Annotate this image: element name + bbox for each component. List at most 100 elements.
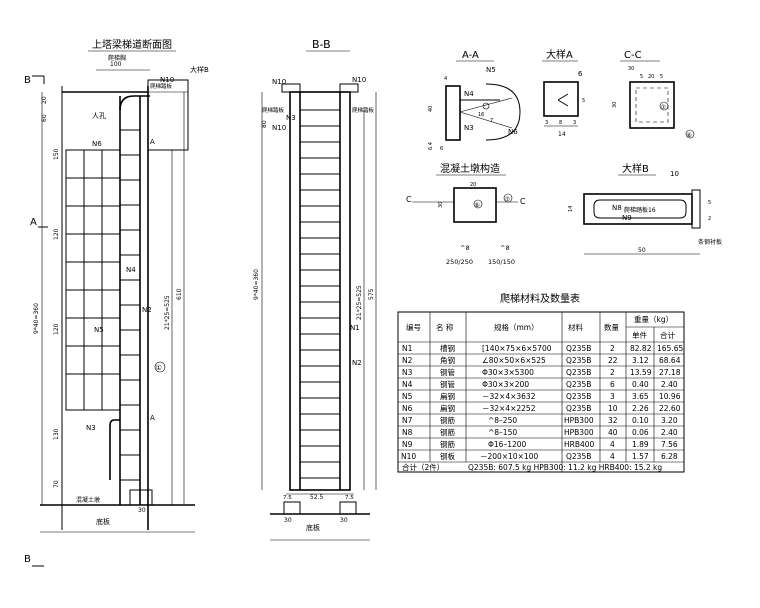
cc-callout-8 xyxy=(685,129,695,139)
dim-60: 60 xyxy=(41,114,48,122)
cc-dim-20: 20 xyxy=(648,74,654,80)
aa-channel xyxy=(445,85,461,141)
cell-spec: －200×10×100 xyxy=(480,452,538,461)
detail-b-label: 爬梯踏板16 xyxy=(624,206,656,214)
detail-b-title: 大样B xyxy=(622,162,649,175)
bb-label-right: 爬梯踏板 xyxy=(352,106,375,114)
cell-id: N8 xyxy=(402,428,413,437)
detail-b-view: 大样B 10 N8 爬梯踏板16 N9 条钢衬板 50 14 5 2 xyxy=(568,162,722,255)
cell-id: N1 xyxy=(402,344,413,353)
cell-name: 钢筋 xyxy=(440,439,455,449)
label-n5: N5 xyxy=(94,326,104,334)
aa-title: A-A xyxy=(462,50,479,61)
label-circle-1: ① xyxy=(156,364,162,372)
cell-spec: Φ16–1200 xyxy=(488,440,527,449)
cell-name: 钢筋 xyxy=(440,415,455,425)
cell-id: N5 xyxy=(402,392,413,401)
aa-dim-6: 6 xyxy=(440,146,443,152)
cell-id: N2 xyxy=(402,356,413,365)
aa-n4: N4 xyxy=(464,90,474,98)
cell-qty: 10 xyxy=(608,404,618,413)
section-mark-b-bottom: B xyxy=(24,554,31,565)
cell-material: Q235B xyxy=(566,356,591,365)
cell-name: 钢管 xyxy=(440,367,455,377)
aa-n6: N6 xyxy=(508,128,518,136)
detail-a-n6: 6 xyxy=(578,70,583,78)
bb-view: B-B xyxy=(253,38,377,541)
detail-a-view: 大样A 6 3 8 3 14 5 xyxy=(542,48,585,138)
cell-total: 68.64 xyxy=(659,356,681,365)
cell-material: Q235B xyxy=(566,368,591,377)
cell-qty: 3 xyxy=(610,392,615,401)
table-row: N7 钢筋 ^8–250 HPB300 32 0.10 3.20 xyxy=(402,415,678,425)
concrete-block-view: 混凝土墩构造 C C ⑧ ⑦ 30 20 ^8 250/250 ^8 150/1… xyxy=(406,162,526,266)
dim-120a: 120 xyxy=(53,228,60,240)
concrete-callout-8 xyxy=(473,199,483,209)
cell-material: HPB300 xyxy=(564,416,594,425)
aa-n3: N3 xyxy=(464,124,474,132)
aa-dim-6-4: 6.4 xyxy=(428,142,434,150)
cell-name: 扁钢 xyxy=(440,403,455,413)
concrete-note-right: ^8 xyxy=(500,244,510,252)
cc-dim-30: 30 xyxy=(628,66,634,72)
cell-spec: ^8–150 xyxy=(488,428,517,437)
bb-frame xyxy=(289,91,351,491)
bb-dim-30b: 30 xyxy=(340,517,348,524)
cell-name: 角钢 xyxy=(440,355,455,365)
label-n2: N2 xyxy=(142,306,152,314)
table-header-total: 合计 xyxy=(660,330,675,340)
concrete-label-7: ⑦ xyxy=(505,196,511,203)
concrete-note-right2: 150/150 xyxy=(488,258,515,266)
callout-circle-1 xyxy=(154,361,166,373)
cell-material: Q235B xyxy=(566,380,591,389)
detail-b-dim-50: 50 xyxy=(638,247,646,254)
bb-dim-right-text: 21*25=525 xyxy=(356,285,363,320)
table-title: 爬梯材料及数量表 xyxy=(500,292,580,305)
aa-dim-4: 4 xyxy=(444,76,447,82)
bb-n3: N3 xyxy=(286,114,296,122)
bb-dim-80: 80 xyxy=(261,120,268,128)
bb-n10-right: N10 xyxy=(352,76,366,84)
cc-dim-5a: 5 xyxy=(640,74,643,80)
detail-a-title: 大样A xyxy=(546,48,573,61)
dim-top: 100 xyxy=(110,61,122,68)
dim-130: 130 xyxy=(53,428,60,440)
cell-material: Q235B xyxy=(566,344,591,353)
cc-block xyxy=(629,81,675,129)
dim-150: 150 xyxy=(53,148,60,160)
table-header-id: 编号 xyxy=(406,322,421,332)
aa-brace-1 xyxy=(459,97,513,113)
detail-b-n8: N8 xyxy=(612,204,622,212)
cc-callout-7 xyxy=(659,101,669,111)
cell-unit: 0.06 xyxy=(632,428,649,437)
ladder-top-curve xyxy=(119,95,150,111)
concrete-title: 混凝土墩构造 xyxy=(440,162,500,175)
cell-total: 27.18 xyxy=(659,368,681,377)
label-n6: N6 xyxy=(92,140,102,148)
cell-total: 3.20 xyxy=(661,416,678,425)
cell-qty: 32 xyxy=(608,416,618,425)
table-total-label: 合计（2件） xyxy=(402,462,444,472)
label-concrete: 混凝土墩 xyxy=(76,496,100,504)
detail-b-dim-2: 2 xyxy=(708,216,711,222)
cell-name: 钢管 xyxy=(440,379,455,389)
cc-dim-5b: 5 xyxy=(660,74,663,80)
bb-dim-bottom: 52.5 xyxy=(310,494,324,501)
concrete-note-left2: 250/250 xyxy=(446,258,473,266)
table-grid xyxy=(398,312,684,472)
detail-b-n9: N9 xyxy=(622,214,632,222)
concrete-c-left: C xyxy=(406,195,412,204)
bb-dim-total: 9*40=360 xyxy=(253,269,260,300)
cell-spec: －32×4×3632 xyxy=(482,392,536,401)
cage-grid xyxy=(65,149,121,411)
cell-qty: 6 xyxy=(610,380,615,389)
cell-unit: 3.12 xyxy=(632,356,649,365)
cell-total: 7.56 xyxy=(661,440,678,449)
detail-a-angle xyxy=(557,93,569,107)
cell-unit: 3.65 xyxy=(632,392,649,401)
aa-n5: N5 xyxy=(486,66,496,74)
concrete-c-right: C xyxy=(520,197,526,206)
label-floor: 底板 xyxy=(96,517,110,526)
cell-total: 2.40 xyxy=(661,380,678,389)
cell-total: 2.40 xyxy=(661,428,678,437)
